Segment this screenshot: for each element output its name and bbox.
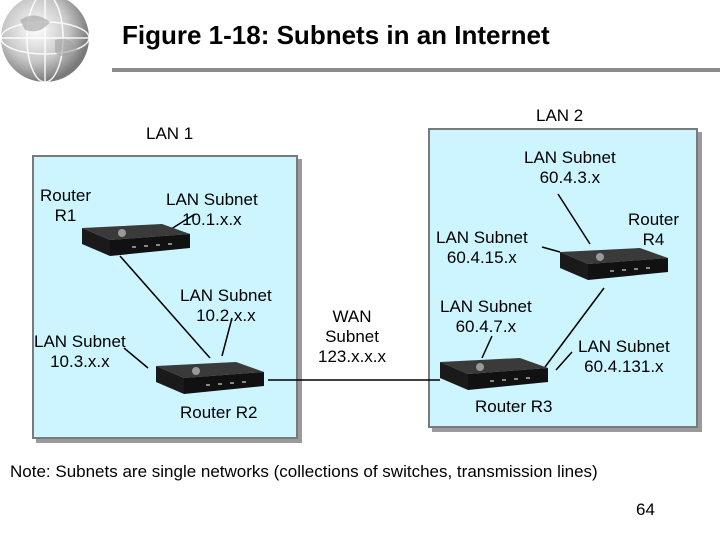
- subnet-60-4-131-label: LAN Subnet 60.4.131.x: [578, 337, 670, 376]
- subnet-10-3-label: LAN Subnet 10.3.x.x: [34, 332, 126, 371]
- subnet-60-4-15-label: LAN Subnet 60.4.15.x: [436, 228, 528, 267]
- router-r3-icon: [440, 358, 548, 390]
- router-r3-label: Router R3: [475, 397, 553, 416]
- wan-subnet-label: WAN Subnet 123.x.x.x: [318, 307, 387, 366]
- lan2-label: LAN 2: [536, 106, 584, 125]
- router-r1-icon: [82, 224, 190, 256]
- link-r1-r2: [119, 255, 211, 359]
- lan1-label: LAN 1: [146, 124, 194, 143]
- link-s60-131-r3: [555, 351, 573, 371]
- link-s10-2-r2: [221, 317, 233, 357]
- link-r3-r4: [544, 287, 605, 368]
- router-r4-label: Router R4: [628, 210, 680, 249]
- router-r1-label: Router R1: [40, 186, 92, 225]
- title-divider: [112, 68, 720, 72]
- subnet-10-2-label: LAN Subnet 10.2.x.x: [180, 286, 272, 325]
- globe-icon: [0, 0, 90, 83]
- page-number: 64: [636, 500, 655, 519]
- link-s10-3-r2: [123, 347, 149, 369]
- subnet-60-4-7-label: LAN Subnet 60.4.7.x: [440, 297, 532, 336]
- page-title: Figure 1-18: Subnets in an Internet: [122, 20, 550, 50]
- subnet-60-4-3-label: LAN Subnet 60.4.3.x: [524, 148, 616, 187]
- lan1-box: [32, 155, 298, 439]
- router-r4-icon: [560, 248, 668, 280]
- router-r2-icon: [156, 362, 264, 394]
- router-r2-label: Router R2: [180, 403, 258, 422]
- link-s60-3-r4: [557, 193, 591, 245]
- link-s60-7-r3: [481, 335, 493, 359]
- subnet-10-1-label: LAN Subnet 10.1.x.x: [166, 190, 258, 229]
- footnote: Note: Subnets are single networks (colle…: [10, 462, 598, 481]
- link-s60-15-r4: [541, 246, 561, 253]
